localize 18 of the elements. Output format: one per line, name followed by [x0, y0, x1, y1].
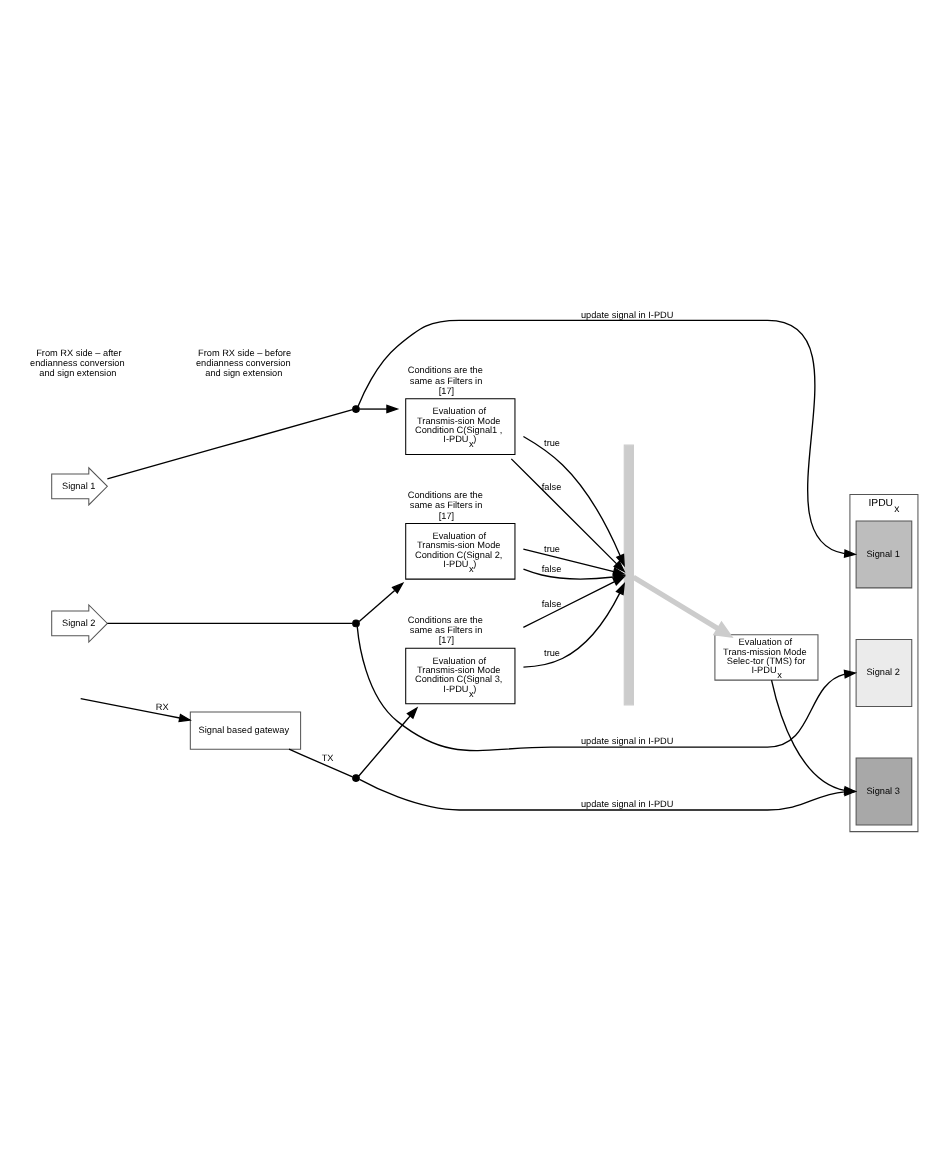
arrow [522, 581, 626, 668]
connector [106, 409, 354, 480]
arrow [357, 319, 858, 559]
arrow [358, 404, 400, 414]
arrow [632, 575, 734, 639]
arrow [80, 698, 192, 723]
arrow [522, 435, 625, 568]
arrow [358, 582, 405, 623]
node-circle [352, 619, 360, 628]
arrow [522, 576, 626, 629]
arrow [356, 626, 858, 752]
connector [288, 748, 354, 778]
arrow [358, 706, 419, 777]
node-circle [352, 774, 360, 782]
arrow [510, 458, 626, 573]
node-bar [623, 444, 634, 706]
node-circle [352, 405, 360, 413]
connector [106, 622, 354, 625]
